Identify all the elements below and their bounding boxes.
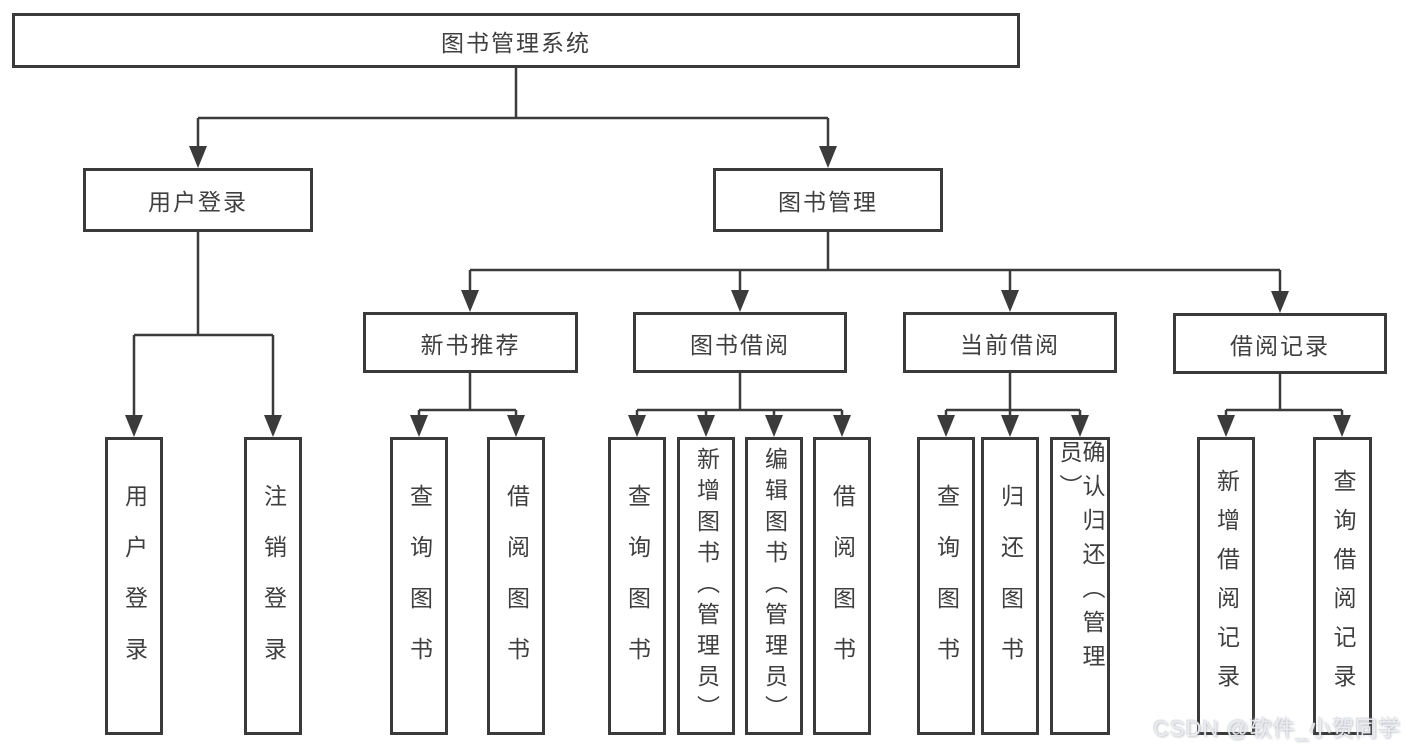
arrow-down-icon [264, 415, 282, 437]
arrow-down-icon [410, 415, 428, 437]
connector-borrowrecord-to-leaves [1217, 374, 1351, 437]
node-label: 图书管理 [778, 189, 878, 215]
leaf-borrow-books-2: 借阅图书 [813, 437, 871, 735]
connector-userlogin-to-leaves [125, 232, 282, 437]
connector-line [417, 373, 518, 417]
leaf-label: 查询借阅记录 [1330, 469, 1356, 703]
leaf-query-books-2: 查询图书 [608, 437, 666, 735]
arrow-down-icon [1333, 415, 1351, 437]
leaf-logout: 注销登录 [244, 437, 302, 735]
connector-root-to-level2 [189, 68, 837, 168]
node-label: 图书借阅 [690, 331, 790, 358]
arrow-down-icon [833, 415, 851, 437]
arrow-down-icon [1271, 291, 1289, 313]
arrow-down-icon [1071, 415, 1089, 437]
leaf-label: 编辑图书（管理员） [761, 446, 788, 726]
leaf-label: 新增图书（管理员） [693, 446, 720, 726]
node-new-book-recommend: 新书推荐 [363, 312, 578, 373]
arrow-down-icon [507, 415, 525, 437]
connector-bookborrow-to-leaves [628, 373, 851, 437]
leaf-label: 查询图书 [933, 484, 960, 688]
leaf-confirm-return-admin: 确认归还（管理员） [1050, 437, 1110, 735]
connector-line [196, 68, 830, 148]
node-label: 用户登录 [148, 189, 248, 215]
arrow-down-icon [461, 290, 479, 312]
connector-line [944, 373, 1082, 417]
arrow-down-icon [1001, 415, 1019, 437]
node-label: 借阅记录 [1230, 332, 1330, 359]
leaf-label: 归还图书 [997, 484, 1024, 688]
leaf-borrow-books-1: 借阅图书 [487, 437, 545, 735]
node-root-system: 图书管理系统 [12, 13, 1020, 68]
arrow-down-icon [937, 415, 955, 437]
node-user-login: 用户登录 [83, 168, 313, 232]
leaf-query-borrow-record: 查询借阅记录 [1313, 437, 1372, 735]
leaf-label: 新增借阅记录 [1213, 469, 1240, 703]
arrow-down-icon [125, 415, 143, 437]
node-borrowing-records: 借阅记录 [1173, 313, 1387, 374]
arrow-down-icon [1001, 290, 1019, 312]
leaf-label: 注销登录 [260, 484, 287, 688]
leaf-label: 确认归还（管理员） [1056, 440, 1105, 678]
arrow-down-icon [189, 146, 207, 168]
leaf-add-books-admin: 新增图书（管理员） [677, 437, 735, 735]
leaf-user-login: 用户登录 [105, 437, 163, 735]
leaf-add-borrow-record: 新增借阅记录 [1197, 437, 1255, 735]
arrow-down-icon [731, 290, 749, 312]
node-label: 新书推荐 [420, 331, 521, 358]
node-label: 当前借阅 [960, 331, 1060, 358]
arrow-down-icon [819, 146, 837, 168]
node-current-borrowing: 当前借阅 [903, 312, 1117, 373]
leaf-label: 查询图书 [624, 484, 651, 688]
arrow-down-icon [765, 415, 783, 437]
leaf-label: 借阅图书 [829, 484, 856, 688]
connector-line [468, 232, 1282, 293]
arrow-down-icon [628, 415, 646, 437]
node-book-borrowing: 图书借阅 [633, 312, 847, 373]
leaf-return-books: 归还图书 [981, 437, 1039, 735]
node-label: 图书管理系统 [441, 29, 591, 56]
arrow-down-icon [697, 415, 715, 437]
connector-line [635, 373, 844, 417]
leaf-label: 查询图书 [406, 484, 433, 688]
connector-newbook-to-leaves [410, 373, 525, 437]
connector-line [132, 232, 275, 417]
arrow-down-icon [1217, 415, 1235, 437]
connector-bookmgmt-to-level3 [461, 232, 1289, 313]
leaf-label: 借阅图书 [503, 484, 530, 688]
node-book-management: 图书管理 [713, 168, 943, 232]
connector-currentborrow-to-leaves [937, 373, 1089, 437]
leaf-label: 用户登录 [121, 484, 148, 688]
leaf-query-books-3: 查询图书 [917, 437, 975, 735]
connector-line [1224, 374, 1344, 417]
leaf-edit-books-admin: 编辑图书（管理员） [745, 437, 803, 735]
leaf-query-books-1: 查询图书 [390, 437, 448, 735]
watermark: CSDN @软件_小贺同学 [1152, 716, 1401, 741]
